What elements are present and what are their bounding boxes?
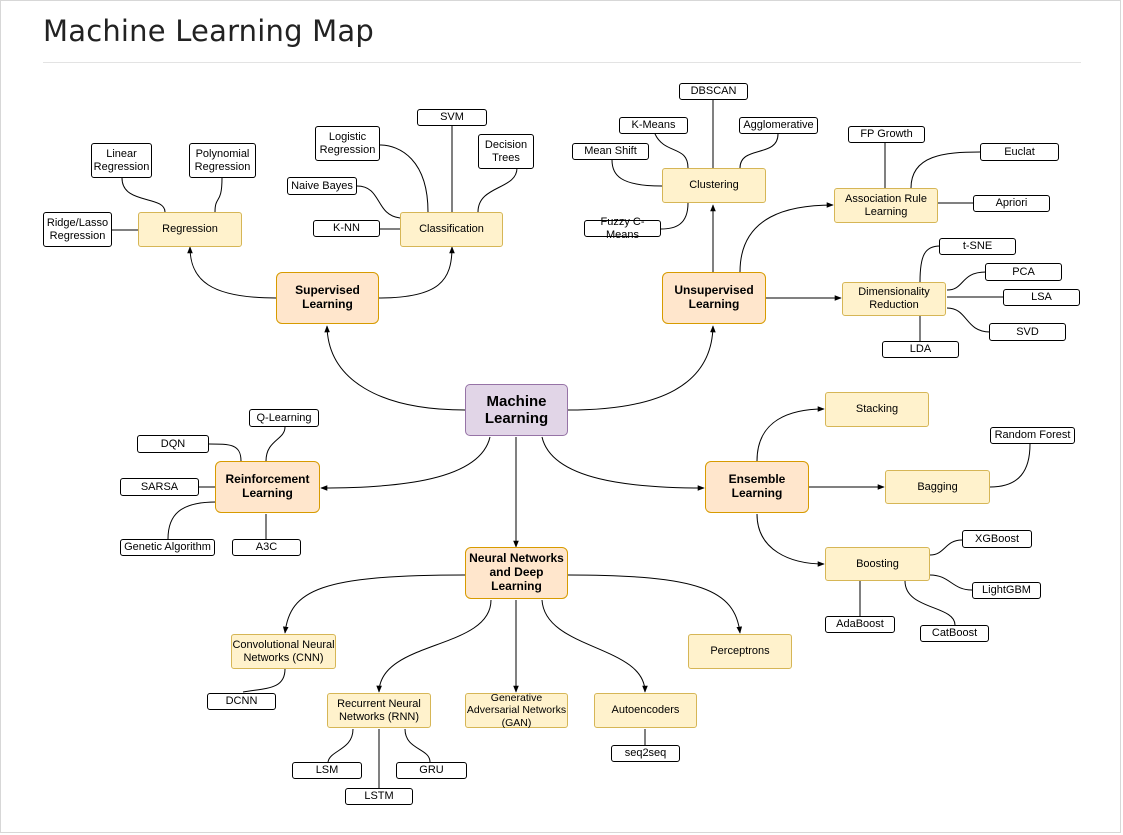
- node-dimensionality-reduction: Dimensionality Reduction: [842, 282, 946, 316]
- edge-ml-ensemble: [541, 436, 705, 491]
- leaf-knn: K-NN: [313, 220, 380, 237]
- leaf-random-forest: Random Forest: [990, 427, 1075, 444]
- node-autoencoders: Autoencoders: [594, 693, 697, 728]
- edge-supervised-classification: [378, 246, 455, 299]
- node-ensemble-learning: Ensemble Learning: [705, 461, 809, 513]
- node-cnn: Convolutional Neural Networks (CNN): [231, 634, 336, 669]
- edge-neural-autoencoders: [541, 599, 648, 693]
- node-machine-learning: Machine Learning: [465, 384, 568, 436]
- page-title: Machine Learning Map: [43, 14, 374, 48]
- node-stacking: Stacking: [825, 392, 929, 427]
- leaf-adaboost: AdaBoost: [825, 616, 895, 633]
- leaf-lsa: LSA: [1003, 289, 1080, 306]
- node-gan: Generative Adversarial Networks (GAN): [465, 692, 568, 729]
- leaf-apriori: Apriori: [973, 195, 1050, 212]
- edge-clustering-fuzzy: [660, 202, 689, 230]
- leaf-svd: SVD: [989, 323, 1066, 341]
- edge-dimensionality-tsne: [919, 245, 941, 283]
- edge-association-euclat: [910, 151, 981, 189]
- leaf-logistic-regression: Logistic Regression: [315, 126, 380, 161]
- edge-reinforcement-dqn: [208, 443, 242, 462]
- edge-clustering-agglomerative: [739, 133, 779, 169]
- edge-regression-polynomial: [214, 177, 223, 213]
- edge-dimensionality-svd: [946, 307, 991, 333]
- leaf-mean-shift: Mean Shift: [572, 143, 649, 160]
- leaf-euclat: Euclat: [980, 143, 1059, 161]
- node-perceptrons: Perceptrons: [688, 634, 792, 669]
- edge-ml-supervised: [324, 325, 466, 411]
- leaf-svm: SVM: [417, 109, 487, 126]
- leaf-dcnn: DCNN: [207, 693, 276, 710]
- edge-bagging-randomforest: [989, 443, 1031, 488]
- edge-neural-rnn: [376, 599, 492, 693]
- node-reinforcement-learning: Reinforcement Learning: [215, 461, 320, 513]
- node-neural-networks: Neural Networks and Deep Learning: [465, 547, 568, 599]
- node-classification: Classification: [400, 212, 503, 247]
- edge-ml-unsupervised: [567, 325, 716, 411]
- title-divider: [43, 62, 1081, 63]
- node-unsupervised-learning: Unsupervised Learning: [662, 272, 766, 324]
- edge-clustering-kmeans: [654, 133, 689, 169]
- leaf-k-means: K-Means: [619, 117, 688, 134]
- leaf-lda: LDA: [882, 341, 959, 358]
- edge-cnn-dcnn: [242, 668, 286, 693]
- leaf-agglomerative: Agglomerative: [739, 117, 818, 134]
- leaf-polynomial-regression: Polynomial Regression: [189, 143, 256, 178]
- leaf-catboost: CatBoost: [920, 625, 989, 642]
- node-clustering: Clustering: [662, 168, 766, 203]
- edge-clustering-meanshift: [611, 159, 663, 187]
- leaf-xgboost: XGBoost: [962, 530, 1032, 548]
- leaf-sarsa: SARSA: [120, 478, 199, 496]
- edge-reinforcement-qlearning: [265, 426, 286, 462]
- node-bagging: Bagging: [885, 470, 990, 504]
- edge-reinforcement-genetic: [167, 501, 217, 540]
- node-regression: Regression: [138, 212, 242, 247]
- leaf-fuzzy-c-means: Fuzzy C-Means: [584, 216, 661, 241]
- leaf-q-learning: Q-Learning: [249, 409, 319, 427]
- leaf-decision-trees: Decision Trees: [478, 134, 534, 169]
- leaf-seq2seq: seq2seq: [611, 745, 680, 762]
- edge-ensemble-boosting: [756, 513, 825, 567]
- leaf-fp-growth: FP Growth: [848, 126, 925, 143]
- edge-ensemble-stacking: [756, 406, 825, 462]
- edge-boosting-lightgbm: [929, 574, 973, 591]
- edge-boosting-xgboost: [929, 539, 963, 556]
- edge-classification-naive: [356, 185, 401, 219]
- leaf-dqn: DQN: [137, 435, 209, 453]
- node-association-rule-learning: Association Rule Learning: [834, 188, 938, 223]
- edge-regression-linear: [121, 177, 166, 213]
- edge-rnn-gru: [404, 728, 431, 763]
- leaf-a3c: A3C: [232, 539, 301, 556]
- leaf-gru: GRU: [396, 762, 467, 779]
- leaf-lightgbm: LightGBM: [972, 582, 1041, 599]
- edge-neural-perceptrons: [567, 574, 743, 634]
- edge-unsupervised-association: [739, 202, 834, 273]
- node-boosting: Boosting: [825, 547, 930, 581]
- leaf-linear-regression: Linear Regression: [91, 143, 152, 178]
- node-supervised-learning: Supervised Learning: [276, 272, 379, 324]
- leaf-lsm: LSM: [292, 762, 362, 779]
- edge-dimensionality-pca: [946, 271, 987, 291]
- leaf-dbscan: DBSCAN: [679, 83, 748, 100]
- edge-boosting-catboost: [904, 580, 956, 626]
- node-rnn: Recurrent Neural Networks (RNN): [327, 693, 431, 728]
- leaf-lstm: LSTM: [345, 788, 413, 805]
- leaf-pca: PCA: [985, 263, 1062, 281]
- edge-supervised-regression: [187, 246, 277, 299]
- edge-classification-logistic: [379, 144, 429, 213]
- leaf-t-sne: t-SNE: [939, 238, 1016, 255]
- leaf-naive-bayes: Naive Bayes: [287, 177, 357, 195]
- edge-classification-trees: [477, 167, 518, 213]
- leaf-ridge-lasso-regression: Ridge/Lasso Regression: [43, 212, 112, 247]
- edge-rnn-lsm: [327, 728, 354, 763]
- leaf-genetic-algorithm: Genetic Algorithm: [120, 539, 215, 556]
- edge-ml-reinforcement: [320, 436, 491, 491]
- edge-neural-cnn: [282, 574, 466, 634]
